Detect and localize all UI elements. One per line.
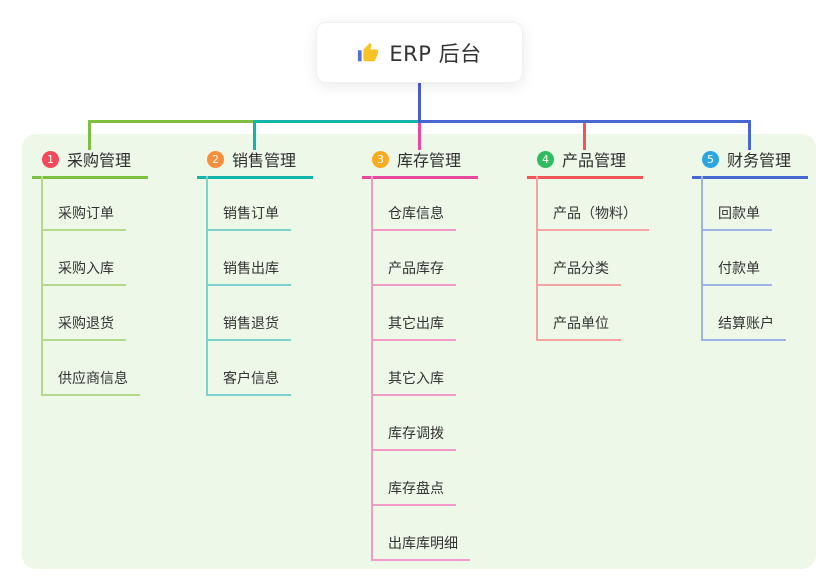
branch-index-badge: 3 xyxy=(372,150,389,168)
branch-index-badge: 2 xyxy=(207,150,224,168)
connector-vertical xyxy=(418,120,421,150)
branch-item-label: 回款单 xyxy=(701,203,772,231)
branch-title: 库存管理 xyxy=(397,151,462,170)
branch-title: 采购管理 xyxy=(67,151,132,170)
branch-item-label: 结算账户 xyxy=(701,313,786,341)
connector-horizontal xyxy=(418,120,751,123)
branch-item[interactable]: 仓库信息 xyxy=(371,176,470,231)
branch-item[interactable]: 产品（物料） xyxy=(536,176,649,231)
branch-title: 销售管理 xyxy=(232,151,297,170)
branch-item[interactable]: 产品分类 xyxy=(536,231,649,286)
branch-item-label: 产品库存 xyxy=(371,258,456,286)
branch-item[interactable]: 库存盘点 xyxy=(371,451,470,506)
branch-item-label: 采购入库 xyxy=(41,258,126,286)
branch-item[interactable]: 产品库存 xyxy=(371,231,470,286)
branch-item-list: 产品（物料） 产品分类产品单位 xyxy=(536,176,649,341)
branch-item-label: 采购订单 xyxy=(41,203,126,231)
branch-item-label: 供应商信息 xyxy=(41,368,140,396)
branch-item[interactable]: 采购入库 xyxy=(41,231,140,286)
branch-item[interactable]: 采购退货 xyxy=(41,286,140,341)
branch-item-list: 采购订单采购入库采购退货供应商信息 xyxy=(41,176,140,396)
connector-vertical xyxy=(88,120,91,150)
root-node[interactable]: ERP 后台 xyxy=(316,22,523,83)
branch-item-label: 仓库信息 xyxy=(371,203,456,231)
branch-item[interactable]: 销售订单 xyxy=(206,176,291,231)
branch-item-list: 回款单付款单结算账户 xyxy=(701,176,786,341)
branch-header[interactable]: 3 库存管理 xyxy=(362,147,478,179)
branch-item[interactable]: 回款单 xyxy=(701,176,786,231)
branch-item[interactable]: 结算账户 xyxy=(701,286,786,341)
branch-item-label: 销售出库 xyxy=(206,258,291,286)
branch-index-badge: 1 xyxy=(42,150,59,168)
branch-item-list: 仓库信息产品库存其它出库其它入库库存调拨库存盘点出库库明细 xyxy=(371,176,470,561)
branches-panel xyxy=(22,134,816,569)
branch-item[interactable]: 销售出库 xyxy=(206,231,291,286)
thumbs-up-icon xyxy=(357,42,379,64)
branch-item-label: 库存调拨 xyxy=(371,423,456,451)
branch-item-label: 销售退货 xyxy=(206,313,291,341)
connector-vertical xyxy=(583,120,586,150)
branch-item-label: 其它入库 xyxy=(371,368,456,396)
branch-item-label: 付款单 xyxy=(701,258,772,286)
branch-item[interactable]: 其它出库 xyxy=(371,286,470,341)
branch-title: 财务管理 xyxy=(727,151,792,170)
branch-item-label: 销售订单 xyxy=(206,203,291,231)
branch-item-label: 出库库明细 xyxy=(371,533,470,561)
branch-item[interactable]: 其它入库 xyxy=(371,341,470,396)
root-connector-line xyxy=(418,83,421,123)
branch-item[interactable]: 客户信息 xyxy=(206,341,291,396)
root-title: ERP 后台 xyxy=(389,41,482,66)
branch-header[interactable]: 4 产品管理 xyxy=(527,147,643,179)
branch-index-badge: 4 xyxy=(537,150,554,168)
branch-item[interactable]: 出库库明细 xyxy=(371,506,470,561)
branch-header[interactable]: 2 销售管理 xyxy=(197,147,313,179)
branch-item-label: 产品单位 xyxy=(536,313,621,341)
branch-item-label: 库存盘点 xyxy=(371,478,456,506)
branch-header[interactable]: 5 财务管理 xyxy=(692,147,808,179)
branch-index-badge: 5 xyxy=(702,150,719,168)
branch-header[interactable]: 1 采购管理 xyxy=(32,147,148,179)
branch-item[interactable]: 付款单 xyxy=(701,231,786,286)
connector-horizontal xyxy=(253,120,421,123)
connector-vertical xyxy=(748,120,751,150)
connector-vertical xyxy=(253,120,256,150)
branch-title: 产品管理 xyxy=(562,151,627,170)
branch-item-label: 产品分类 xyxy=(536,258,621,286)
branch-item-label: 客户信息 xyxy=(206,368,291,396)
branch-item-label: 采购退货 xyxy=(41,313,126,341)
branch-item[interactable]: 产品单位 xyxy=(536,286,649,341)
branch-item-list: 销售订单销售出库销售退货客户信息 xyxy=(206,176,291,396)
branch-item[interactable]: 库存调拨 xyxy=(371,396,470,451)
branch-item-label: 其它出库 xyxy=(371,313,456,341)
branch-item[interactable]: 供应商信息 xyxy=(41,341,140,396)
branch-item-label: 产品（物料） xyxy=(536,203,649,231)
branch-item[interactable]: 采购订单 xyxy=(41,176,140,231)
branch-item[interactable]: 销售退货 xyxy=(206,286,291,341)
